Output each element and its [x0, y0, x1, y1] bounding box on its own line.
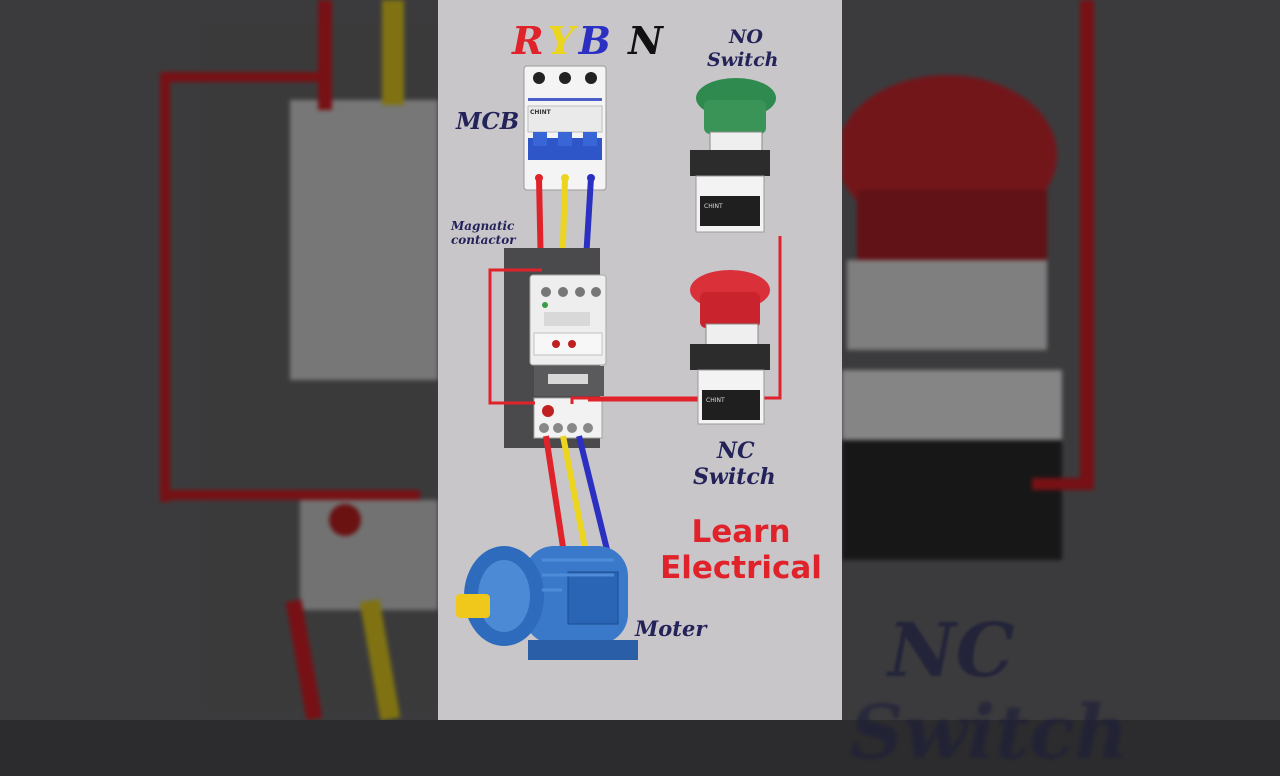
no-switch-brand-text: CHINT: [704, 203, 723, 210]
mcb-breaker: CHINT: [523, 65, 607, 191]
nc-switch-brand-text: CHINT: [706, 397, 725, 404]
phase-n-label: N: [628, 18, 663, 63]
mcb-brand-text: CHINT: [530, 109, 552, 116]
background-switch-text: Switch: [850, 690, 1129, 776]
wiring-diagram-panel: CHINT: [438, 0, 842, 720]
nc-switch-label-line1: NC: [717, 438, 755, 464]
nc-switch-label-line2: Switch: [693, 464, 776, 490]
motor-label: Moter: [635, 616, 707, 641]
overload-relay: [533, 397, 603, 439]
no-switch-label-line2: Switch: [707, 49, 779, 71]
background-nc-text: NC: [888, 608, 1015, 694]
wiring-diagram: CHINT: [456, 65, 782, 660]
no-push-button: CHINT: [690, 78, 776, 233]
brand-line1: Learn: [691, 514, 791, 550]
control-wiring: [488, 236, 782, 405]
motor: [456, 546, 638, 660]
phase-b-label: B: [578, 18, 611, 63]
contactor-label-line2: contactor: [451, 233, 516, 247]
brand-line2: Electrical: [660, 550, 822, 586]
brand-watermark: Learn Electrical: [646, 514, 836, 586]
contactor-label-line1: Magnatic: [451, 219, 515, 233]
background-left: [0, 0, 438, 720]
background-right: [842, 0, 1280, 720]
phase-y-label: Y: [547, 18, 575, 63]
no-switch-label-line1: NO: [729, 26, 763, 48]
mcb-label: MCB: [456, 108, 520, 135]
phase-r-label: R: [512, 18, 544, 63]
nc-push-button: CHINT: [690, 270, 770, 425]
